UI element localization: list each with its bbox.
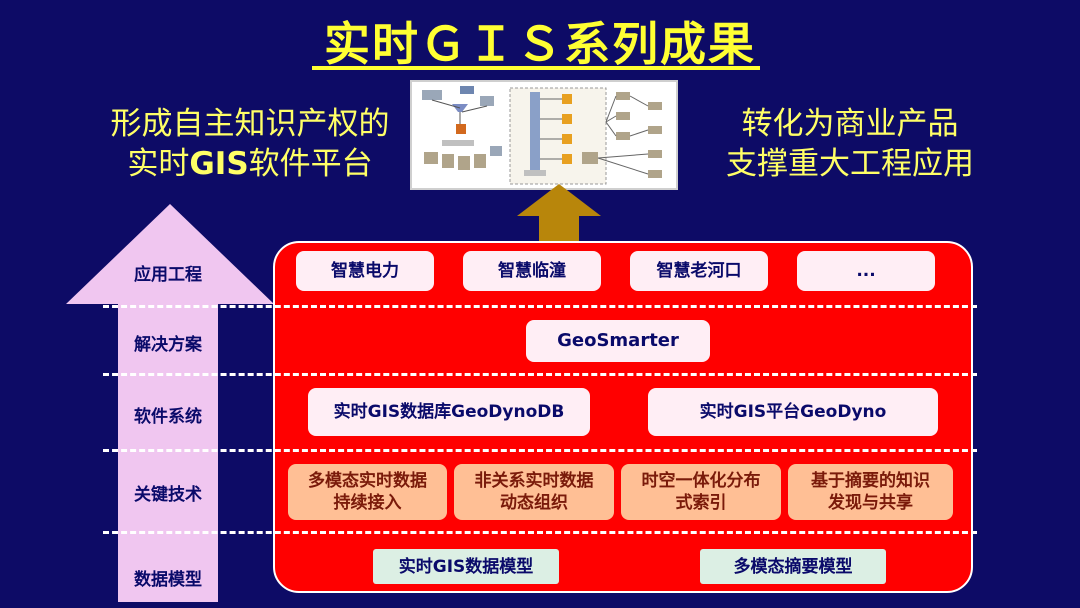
row-label-solution: 解决方案 (134, 335, 202, 355)
model-box-multimodal-summary: 多模态摘要模型 (700, 549, 886, 584)
right-caption-line-2: 支撑重大工程应用 (726, 146, 974, 182)
model-box-realtime-gis: 实时GIS数据模型 (373, 549, 559, 584)
layer-divider (103, 305, 977, 308)
architecture-diagram-graphic (422, 86, 662, 185)
app-box-smart-power: 智慧电力 (296, 251, 434, 291)
layer-divider (103, 373, 977, 376)
left-caption-line-2: 实时GIS软件平台 (95, 144, 405, 184)
left-caption-suffix: 软件平台 (248, 146, 373, 182)
left-caption-gis: GIS (189, 146, 249, 182)
tech-box-text: 时空一体化分布式索引 (642, 470, 761, 514)
tech-box-knowledge-sharing: 基于摘要的知识发现与共享 (788, 464, 953, 520)
tech-line: 基于摘要的知识 (811, 471, 930, 491)
solution-box-geosmarter: GeoSmarter (526, 320, 710, 362)
row-label-key-tech: 关键技术 (134, 485, 202, 505)
tech-line: 动态组织 (500, 493, 568, 513)
left-caption-prefix: 实时 (127, 146, 190, 182)
tech-line: 发现与共享 (828, 493, 913, 513)
tech-line: 时空一体化分布 (641, 471, 761, 491)
gold-up-arrow (517, 184, 601, 242)
tech-box-spatiotemporal-index: 时空一体化分布式索引 (621, 464, 781, 520)
software-box-geodyno: 实时GIS平台GeoDyno (648, 388, 938, 436)
title-underline (312, 66, 760, 70)
app-box-smart-lintong: 智慧临潼 (463, 251, 601, 291)
tech-line: 式索引 (675, 493, 727, 513)
left-caption: 形成自主知识产权的 实时GIS软件平台 (95, 104, 405, 184)
software-box-geodynodb: 实时GIS数据库GeoDynoDB (308, 388, 590, 436)
layer-divider (103, 531, 977, 534)
layer-divider (103, 449, 977, 452)
tech-line: 多模态实时数据 (308, 471, 427, 491)
tech-box-nonrelational-org: 非关系实时数据动态组织 (454, 464, 614, 520)
tech-line: 持续接入 (333, 493, 402, 513)
right-caption-line-1: 转化为商业产品 (741, 106, 959, 142)
page-title: 实时ＧＩＳ系列成果 (324, 17, 756, 71)
tech-box-text: 多模态实时数据持续接入 (308, 470, 427, 514)
tech-box-multimodal-ingest: 多模态实时数据持续接入 (288, 464, 447, 520)
tech-line: 非关系实时数据 (474, 471, 594, 491)
row-label-software: 软件系统 (134, 407, 202, 427)
row-label-application: 应用工程 (134, 265, 202, 285)
right-caption: 转化为商业产品 支撑重大工程应用 (705, 104, 995, 184)
row-label-data-model: 数据模型 (134, 570, 202, 590)
big-up-arrow (66, 204, 274, 602)
tech-box-text: 基于摘要的知识发现与共享 (811, 470, 930, 514)
app-box-more: ... (797, 251, 935, 291)
tech-box-text: 非关系实时数据动态组织 (475, 470, 594, 514)
app-box-smart-laohekou: 智慧老河口 (630, 251, 768, 291)
architecture-diagram-image (410, 80, 678, 190)
left-caption-line-1: 形成自主知识产权的 (110, 106, 390, 142)
